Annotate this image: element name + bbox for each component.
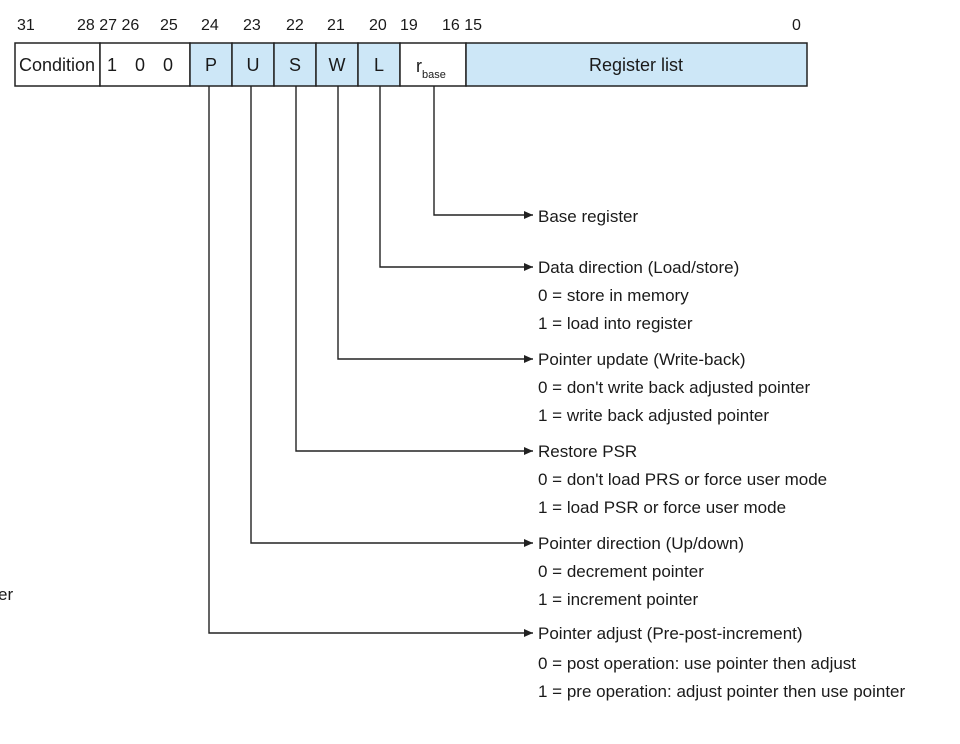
- connector-w: [337, 86, 533, 363]
- field-rbase-box: [399, 42, 467, 87]
- field-w-label: W: [329, 55, 346, 75]
- connector-l: [379, 86, 533, 271]
- field-condition-box: [14, 42, 101, 87]
- connector-s: [295, 86, 533, 455]
- desc-base-title: Base register: [538, 207, 638, 226]
- field-p-label: P: [205, 55, 217, 75]
- desc-p-line1: 1 = pre operation: adjust pointer then u…: [538, 682, 906, 701]
- field-register-list-box: [465, 42, 808, 87]
- field-descriptions: Base register Data direction (Load/store…: [538, 207, 906, 701]
- field-opcode-box: [99, 42, 191, 87]
- desc-s-title: Restore PSR: [538, 442, 637, 461]
- bit-number-22: 22: [286, 17, 304, 34]
- desc-w-title: Pointer update (Write-back): [538, 350, 746, 369]
- desc-s-line0: 0 = don't load PRS or force user mode: [538, 470, 827, 489]
- instruction-fields: [14, 42, 808, 87]
- desc-l-line1: 1 = load into register: [538, 314, 693, 333]
- bit-number-20: 20: [369, 17, 387, 34]
- field-p-box: [189, 42, 233, 87]
- field-rbase-subscript: base: [422, 69, 446, 81]
- field-bit-26-label: 0: [135, 55, 145, 75]
- bit-numbers: 31 28 27 26 25 24 23 22 21 20 19 16 15 0: [17, 17, 801, 34]
- connector-base-register: [433, 86, 533, 219]
- bit-number-28-27-26: 28 27 26: [77, 17, 139, 34]
- desc-w-line1: 1 = write back adjusted pointer: [538, 406, 769, 425]
- bit-number-31: 31: [17, 17, 35, 34]
- field-condition-label: Condition: [19, 55, 95, 75]
- bit-number-0: 0: [792, 17, 801, 34]
- edge-text-fragment: er: [0, 585, 13, 604]
- field-s-box: [273, 42, 317, 87]
- field-bit-25-label: 0: [163, 55, 173, 75]
- bit-number-21: 21: [327, 17, 345, 34]
- connector-p: [208, 86, 533, 637]
- desc-l-title: Data direction (Load/store): [538, 258, 739, 277]
- field-l-label: L: [374, 55, 384, 75]
- desc-w-line0: 0 = don't write back adjusted pointer: [538, 378, 810, 397]
- field-register-list-label: Register list: [589, 55, 683, 75]
- field-bit-27-label: 1: [107, 55, 117, 75]
- field-rbase-main: r: [416, 56, 422, 76]
- field-u-label: U: [247, 55, 260, 75]
- desc-p-title: Pointer adjust (Pre-post-increment): [538, 624, 803, 643]
- desc-l-line0: 0 = store in memory: [538, 286, 689, 305]
- desc-u-line1: 1 = increment pointer: [538, 590, 699, 609]
- desc-p-line0: 0 = post operation: use pointer then adj…: [538, 654, 856, 673]
- field-labels: Condition 1 0 0 P U S W L rbase Register…: [19, 55, 683, 81]
- bit-number-25: 25: [160, 17, 178, 34]
- bit-number-24: 24: [201, 17, 219, 34]
- connector-u: [250, 86, 533, 547]
- desc-u-line0: 0 = decrement pointer: [538, 562, 704, 581]
- field-w-box: [315, 42, 359, 87]
- desc-u-title: Pointer direction (Up/down): [538, 534, 744, 553]
- field-l-box: [357, 42, 401, 87]
- bit-number-23: 23: [243, 17, 261, 34]
- field-rbase-label: rbase: [416, 56, 446, 81]
- bit-number-19: 19: [400, 17, 418, 34]
- connector-lines: [208, 86, 533, 637]
- bit-number-16-15: 16 15: [442, 17, 482, 34]
- field-s-label: S: [289, 55, 301, 75]
- desc-s-line1: 1 = load PSR or force user mode: [538, 498, 786, 517]
